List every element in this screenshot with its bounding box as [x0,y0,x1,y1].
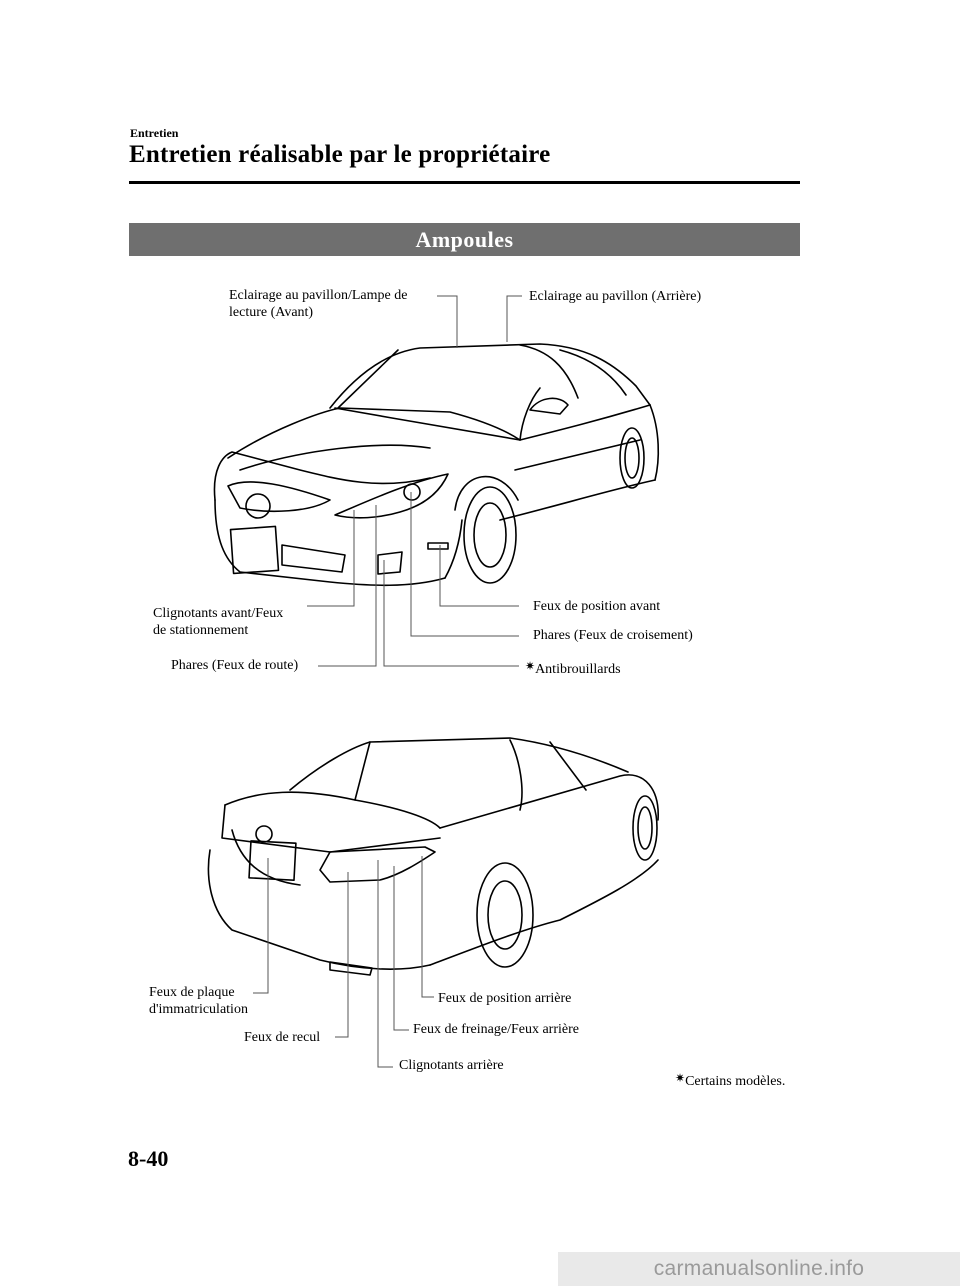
front-car-drawing [213,343,660,587]
banner-title: Ampoules [415,227,514,252]
page-number: 8-40 [128,1146,169,1171]
label-turn-rear: Clignotants arrière [399,1058,504,1073]
label-dome-front: Eclairage au pavillon/Lampe de lecture (… [229,288,408,320]
rear-car-drawing [207,737,659,976]
label-dome-rear: Eclairage au pavillon (Arrière) [529,289,702,304]
front-leader-lines [307,295,522,667]
asterisk-icon: ✷ [675,1071,686,1085]
title-rule [129,181,800,184]
label-position-rear: Feux de position arrière [438,991,572,1006]
label-license: Feux de plaque d'immatriculation [149,985,248,1017]
section-label: Entretien [130,126,179,140]
section-banner: Ampoules [129,223,800,256]
label-position-front: Feux de position avant [533,599,661,614]
label-high-beam: Phares (Feux de route) [171,658,299,673]
label-fog: ✷Antibrouillards [525,659,621,677]
label-reverse: Feux de recul [244,1030,321,1045]
watermark[interactable]: carmanualsonline.info [558,1252,960,1286]
page-title: Entretien réalisable par le propriétaire [129,141,551,168]
label-turn-parking: Clignotants avant/Feux de stationnement [153,606,284,638]
label-brake-tail: Feux de freinage/Feux arrière [413,1022,579,1037]
footnote: ✷Certains modèles. [675,1071,786,1089]
asterisk-icon: ✷ [525,659,536,673]
label-low-beam: Phares (Feux de croisement) [533,628,693,643]
rear-leader-lines [253,856,434,1068]
